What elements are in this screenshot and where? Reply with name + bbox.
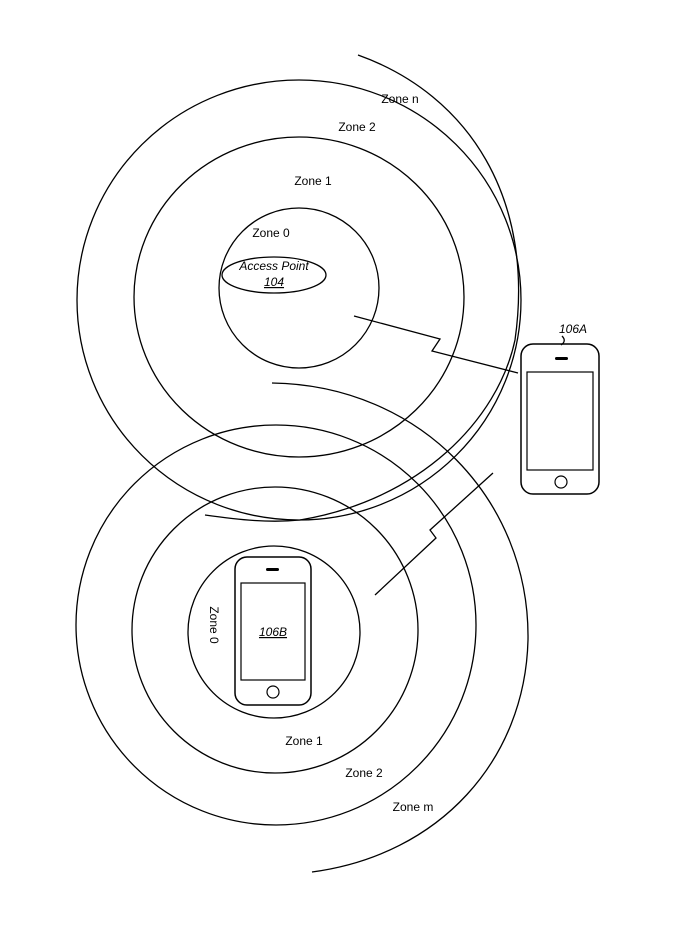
top-zone-2-label: Zone 2 xyxy=(338,120,376,134)
device-106a-phone-icon xyxy=(521,344,599,494)
top-zone-0-label: Zone 0 xyxy=(252,226,290,240)
device-106b-ref: 106B xyxy=(259,625,287,639)
top-zone-0-ring xyxy=(219,208,379,368)
access-point-zone-group: Access Point 104 Zone 0 Zone 1 Zone 2 Zo… xyxy=(77,55,521,521)
bottom-zone-2-label: Zone 2 xyxy=(345,766,383,780)
bottom-zone-m-label: Zone m xyxy=(393,800,434,814)
top-zone-1-label: Zone 1 xyxy=(294,174,332,188)
top-zone-n-label: Zone n xyxy=(381,92,418,106)
top-zone-2-ring xyxy=(77,80,521,520)
access-point-ref: 104 xyxy=(264,275,284,289)
wireless-link-106b-to-106a xyxy=(375,473,493,595)
access-point-name: Access Point xyxy=(238,259,309,273)
wireless-link-ap-to-106a xyxy=(354,316,518,373)
device-106a-ref: 106A xyxy=(559,322,587,336)
bottom-zone-1-label: Zone 1 xyxy=(285,734,323,748)
bottom-zone-0-label: Zone 0 xyxy=(207,606,221,644)
